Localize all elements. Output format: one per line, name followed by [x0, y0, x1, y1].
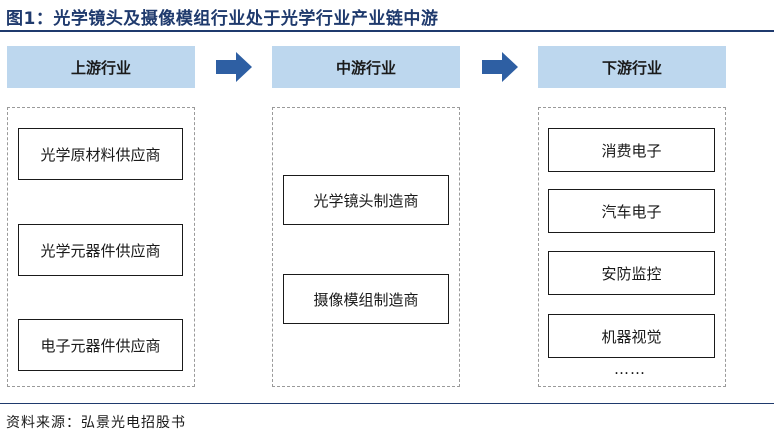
node-consumer-electronics: 消费电子 [548, 128, 715, 172]
panel-midstream [272, 107, 460, 387]
stage-header-midstream: 中游行业 [272, 46, 460, 88]
node-optical-components: 光学元器件供应商 [18, 224, 183, 276]
more-ellipsis: …… [614, 360, 646, 378]
panel-downstream [538, 107, 726, 387]
source-rule [0, 403, 774, 404]
node-lens-maker: 光学镜头制造商 [283, 175, 449, 225]
figure-title: 图1：光学镜头及摄像模组行业处于光学行业产业链中游 [6, 9, 439, 29]
stage-header-downstream: 下游行业 [538, 46, 726, 88]
node-optical-materials: 光学原材料供应商 [18, 128, 183, 180]
node-camera-module-maker: 摄像模组制造商 [283, 274, 449, 324]
node-automotive-electronics: 汽车电子 [548, 189, 715, 233]
title-rule [0, 30, 774, 32]
stage-header-upstream: 上游行业 [7, 46, 195, 88]
right-block-arrow-icon [216, 52, 252, 82]
node-security-monitoring: 安防监控 [548, 251, 715, 295]
node-machine-vision: 机器视觉 [548, 314, 715, 358]
node-electronic-components: 电子元器件供应商 [18, 319, 183, 371]
source-note: 资料来源：弘景光电招股书 [6, 415, 186, 431]
panel-upstream [7, 107, 195, 387]
right-block-arrow-icon [482, 52, 518, 82]
